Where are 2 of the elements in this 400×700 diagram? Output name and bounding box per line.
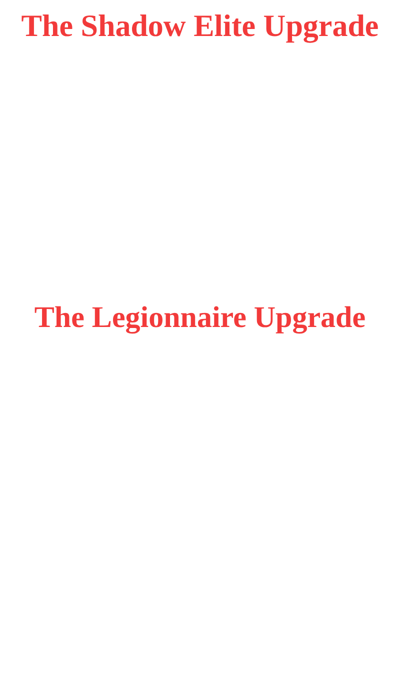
heading: The Shadow Elite Upgrade xyxy=(21,7,379,45)
heading: The Legionnaire Upgrade xyxy=(34,300,366,336)
